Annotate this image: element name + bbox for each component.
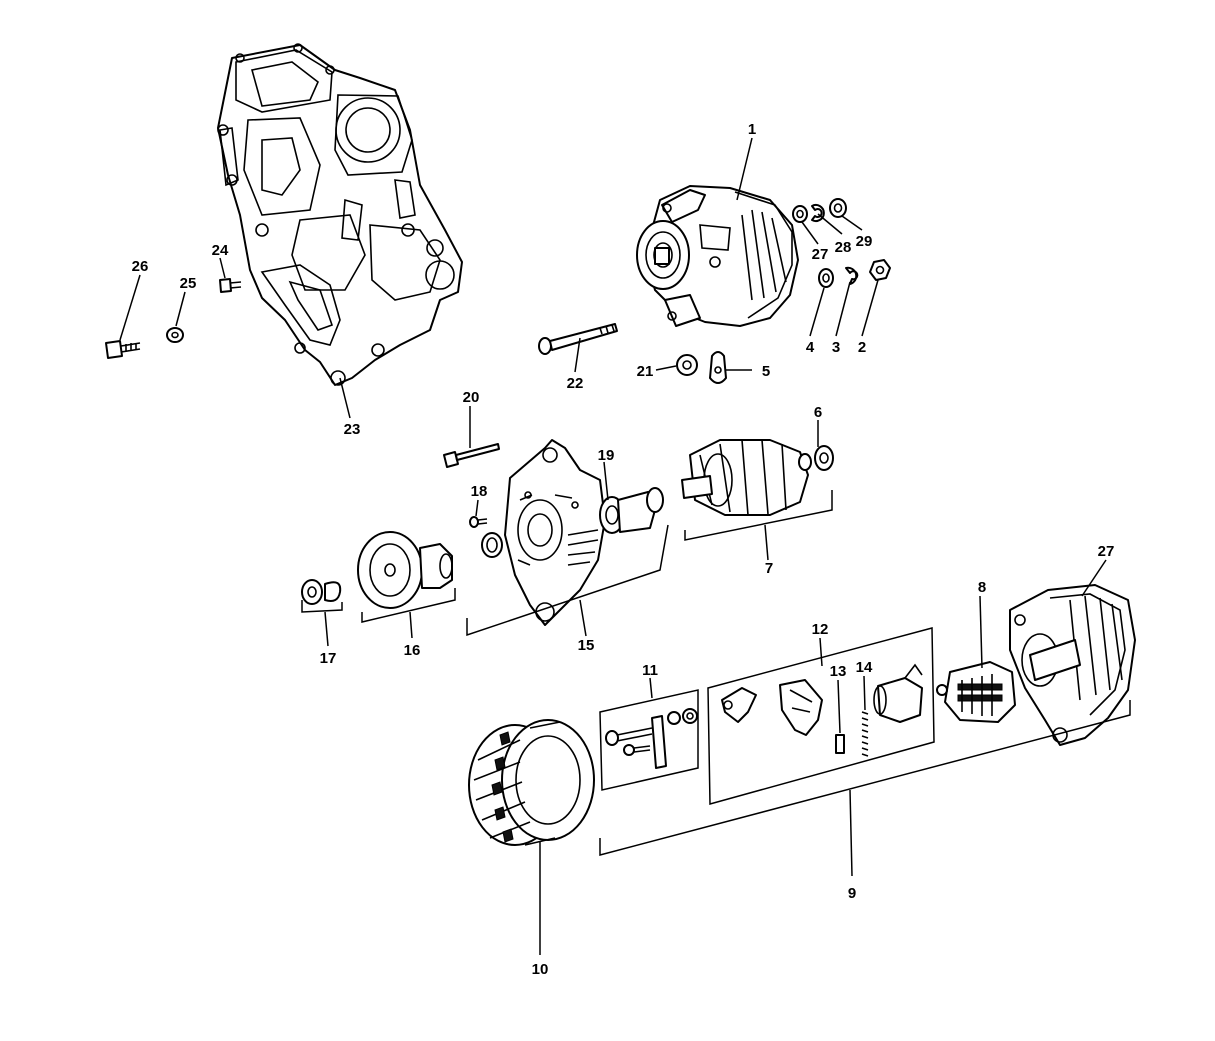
screw-18 bbox=[469, 516, 488, 528]
seal-ring bbox=[481, 532, 503, 558]
label-25: 25 bbox=[180, 275, 197, 292]
nut-washer-17 bbox=[301, 579, 342, 605]
label-5: 5 bbox=[762, 363, 770, 380]
alternator-assembly bbox=[636, 185, 799, 327]
label-10: 10 bbox=[532, 961, 549, 978]
lock-washer-3 bbox=[845, 266, 859, 285]
nut-2 bbox=[869, 259, 891, 281]
washer-4 bbox=[818, 268, 834, 288]
callout-labels: 1 27 28 29 4 3 2 22 21 5 23 24 25 26 20 … bbox=[132, 121, 1115, 978]
spacer-21 bbox=[676, 354, 698, 376]
label-2: 2 bbox=[858, 339, 866, 356]
nut-29 bbox=[829, 198, 847, 218]
spring-14 bbox=[861, 711, 869, 757]
rectifier-8 bbox=[936, 661, 1016, 723]
label-14: 14 bbox=[856, 659, 873, 676]
washer-25 bbox=[166, 327, 184, 343]
label-16: 16 bbox=[404, 642, 421, 659]
rectifier-end-frame-27 bbox=[1009, 584, 1136, 746]
label-20: 20 bbox=[463, 389, 480, 406]
label-27-top: 27 bbox=[812, 246, 829, 263]
brush-13 bbox=[835, 734, 845, 754]
label-8: 8 bbox=[978, 579, 986, 596]
washer-27-top bbox=[792, 205, 808, 223]
label-27-lower: 27 bbox=[1098, 543, 1115, 560]
pulley-16 bbox=[357, 531, 453, 609]
label-4: 4 bbox=[806, 339, 815, 356]
label-11: 11 bbox=[642, 662, 658, 679]
label-23: 23 bbox=[344, 421, 361, 438]
brush-holder-parts bbox=[721, 663, 923, 757]
label-28: 28 bbox=[835, 239, 852, 256]
terminal-parts-11 bbox=[605, 708, 698, 769]
label-19: 19 bbox=[598, 447, 615, 464]
label-12: 12 bbox=[812, 621, 829, 638]
lock-washer-28 bbox=[811, 204, 825, 222]
bearing-19 bbox=[599, 487, 664, 534]
label-1: 1 bbox=[748, 121, 756, 138]
stator-10 bbox=[468, 719, 595, 846]
drive-end-frame-15 bbox=[504, 439, 606, 626]
label-3: 3 bbox=[832, 339, 840, 356]
label-17: 17 bbox=[320, 650, 337, 667]
rotor-7 bbox=[681, 439, 834, 516]
label-24: 24 bbox=[212, 242, 229, 259]
bolt-20 bbox=[443, 443, 500, 468]
label-18: 18 bbox=[471, 483, 488, 500]
bolt-22 bbox=[538, 323, 618, 355]
label-6: 6 bbox=[814, 404, 822, 421]
bolt-24 bbox=[219, 278, 242, 293]
label-22: 22 bbox=[567, 375, 584, 392]
label-9: 9 bbox=[848, 885, 856, 902]
label-26: 26 bbox=[132, 258, 149, 275]
bolt-26 bbox=[105, 340, 141, 359]
label-13: 13 bbox=[830, 663, 847, 680]
label-29: 29 bbox=[856, 233, 873, 250]
timing-gear-case bbox=[217, 43, 463, 386]
label-15: 15 bbox=[578, 637, 595, 654]
label-7: 7 bbox=[765, 560, 773, 577]
leader-lines bbox=[119, 137, 1131, 955]
label-21: 21 bbox=[637, 363, 654, 380]
